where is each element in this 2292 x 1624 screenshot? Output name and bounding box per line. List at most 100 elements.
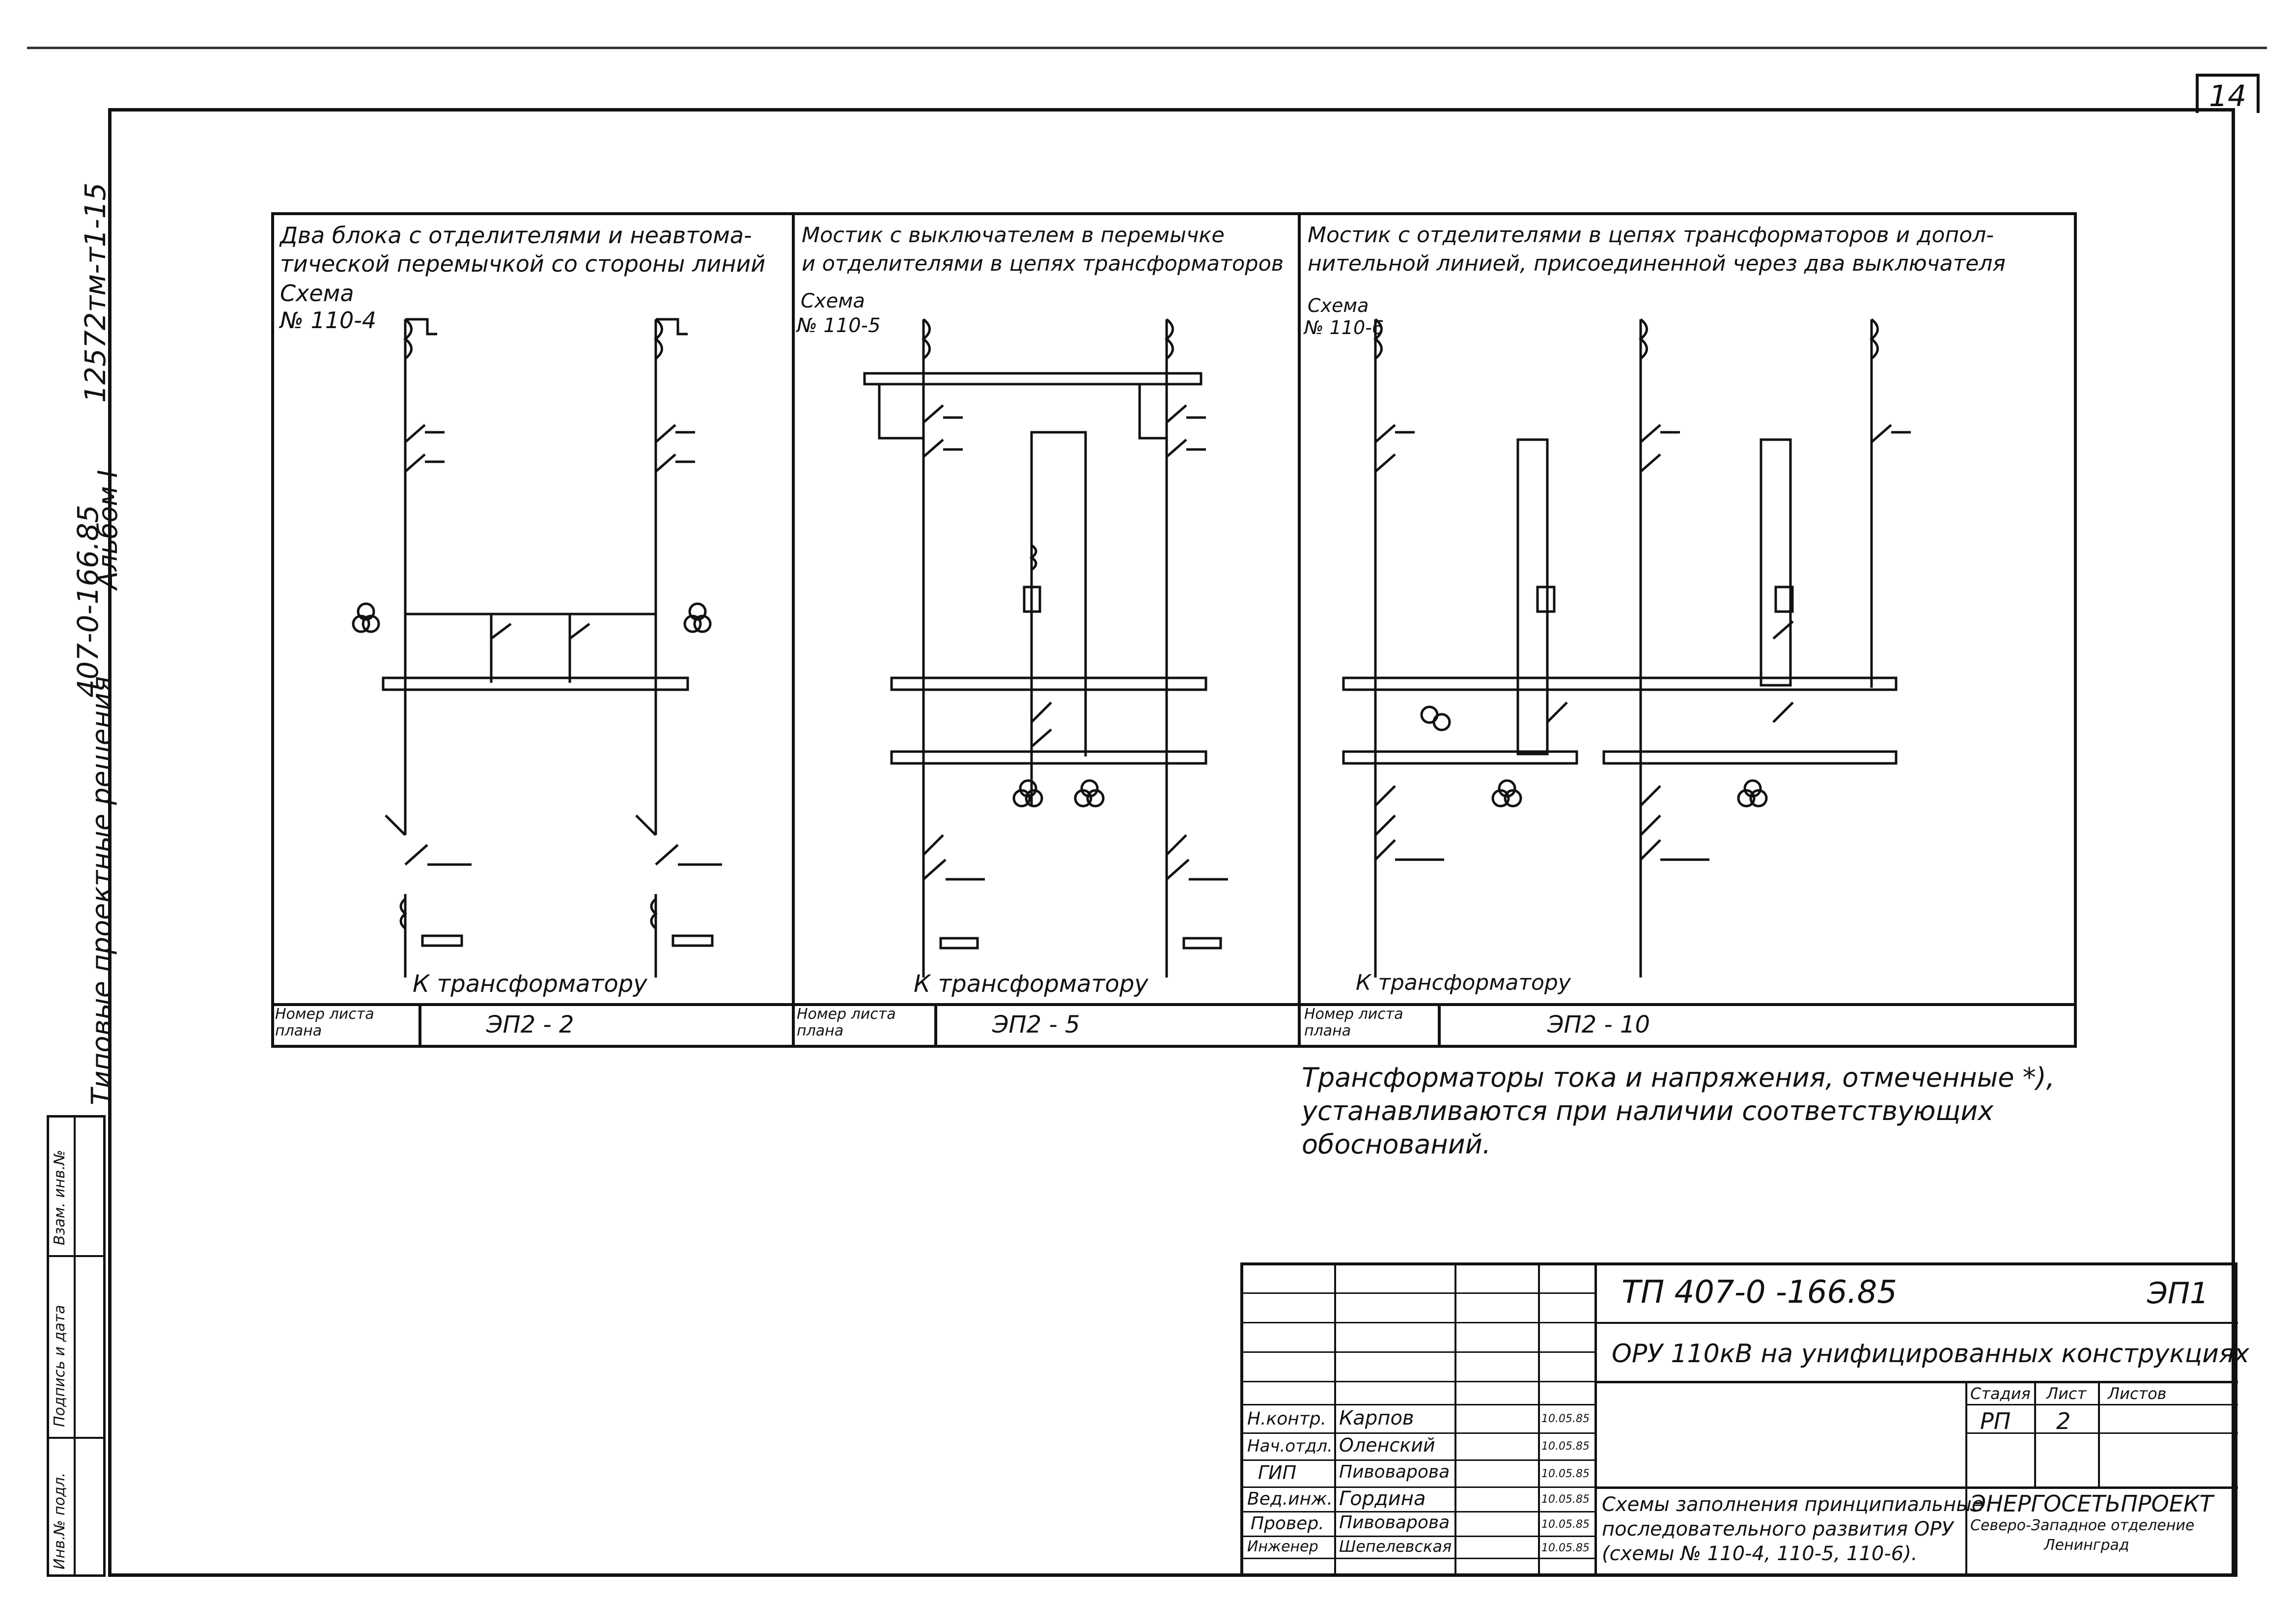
panel-1-plan-label-2: плана <box>275 1022 322 1039</box>
title-block: Н.контр. Карпов 10.05.85 Нач.отдл. Оленс… <box>1240 1262 2249 1577</box>
panels-outer-box <box>271 212 2077 1048</box>
tb-stage-row <box>1965 1432 2238 1434</box>
panel-1-scheme-label: Схема <box>280 280 354 307</box>
tb-col-line <box>1538 1265 1540 1577</box>
sheet-header: Лист <box>2046 1384 2087 1403</box>
panel-3-scheme <box>1342 318 1911 978</box>
stage-header: Стадия <box>1970 1384 2031 1403</box>
panel-3-plan-label: Номер листа плана <box>1304 1006 1403 1039</box>
panel-1-plan-label: Номер листа плана <box>275 1006 374 1039</box>
org-line2: Северо-Западное отделение <box>1970 1517 2195 1534</box>
staff-date-0: 10.05.85 <box>1541 1413 1590 1425</box>
tb-right-row-2 <box>1597 1381 2238 1383</box>
staff-role-5: Инженер <box>1247 1538 1318 1555</box>
sheet-mark: ЭП1 <box>2147 1276 2209 1311</box>
staff-name-5: Шепелевская <box>1339 1537 1452 1556</box>
panel-3-plan-label-2: плана <box>1304 1022 1351 1039</box>
org-line1: ЭНЕРГОСЕТЬПРОЕКТ <box>1970 1490 2213 1517</box>
project-title: ОРУ 110кВ на унифицированных конструкция… <box>1612 1339 2249 1369</box>
panel-3-title-line2: нительной линией, присоединенной через д… <box>1308 251 2006 276</box>
tb-row-line <box>1243 1486 1597 1488</box>
staff-name-0: Карпов <box>1339 1407 1414 1429</box>
panel-2-plan-label-1: Номер листа <box>797 1006 896 1023</box>
description: Схемы заполнения принципиальные последов… <box>1602 1492 1984 1566</box>
tb-row-line <box>1243 1558 1597 1559</box>
panel-1-plan-value: ЭП2 - 2 <box>486 1011 574 1038</box>
staff-date-5: 10.05.85 <box>1541 1542 1590 1554</box>
tb-col-line <box>1594 1265 1597 1577</box>
note-line3: обоснований. <box>1302 1129 1491 1160</box>
panel-1-plan-label-1: Номер листа <box>275 1006 374 1023</box>
panel-2-title-line1: Мостик с выключателем в перемычке <box>802 223 1225 248</box>
panel-2-plan-value: ЭП2 - 5 <box>992 1011 1080 1038</box>
panel-2-scheme-label: Схема <box>801 290 865 312</box>
panel-3-scheme-label: Схема <box>1308 295 1369 316</box>
tb-row-line <box>1243 1511 1597 1512</box>
panel-2-scheme <box>863 318 1228 978</box>
tb-row-line <box>1243 1292 1597 1294</box>
staff-name-1: Оленский <box>1339 1434 1435 1456</box>
staff-name-2: Пивоварова <box>1339 1462 1450 1482</box>
tb-col-line <box>1454 1265 1456 1577</box>
side-stamp: Инв.№ подл. Подпись и дата Взам. инв.№ <box>47 1115 106 1577</box>
sheets-header: Листов <box>2108 1384 2167 1403</box>
note-line2: устанавливаются при наличии соответствую… <box>1302 1095 1994 1126</box>
sheet-number-box: 14 <box>2196 74 2260 113</box>
panel-2-scheme-no: № 110-5 <box>797 314 881 337</box>
panel-3-plan-value: ЭП2 - 10 <box>1547 1011 1650 1038</box>
tb-col-line <box>1334 1265 1336 1577</box>
staff-date-3: 10.05.85 <box>1541 1493 1590 1506</box>
staff-name-3: Гордина <box>1339 1487 1426 1510</box>
description-line1: Схемы заполнения принципиальные <box>1602 1493 1984 1516</box>
panel-3-bottom-label: К трансформатору <box>1356 970 1571 995</box>
tb-row-line <box>1243 1351 1597 1353</box>
panel-1-title-line1: Два блока с отделителями и неавтома- <box>280 222 752 249</box>
panel-1-scheme-no: № 110-4 <box>280 307 377 334</box>
staff-role-3: Вед.инж. <box>1247 1489 1333 1509</box>
staff-role-4: Провер. <box>1251 1513 1324 1534</box>
tb-org-col <box>1965 1486 1967 1577</box>
tb-right-row-3 <box>1597 1486 2238 1489</box>
staff-role-0: Н.контр. <box>1247 1409 1327 1429</box>
staff-name-4: Пивоварова <box>1339 1512 1450 1533</box>
panel-3-plan-label-1: Номер листа <box>1304 1006 1403 1023</box>
panel-1-scheme <box>352 318 722 978</box>
panel-3-title-line1: Мостик с отделителями в цепях трансформа… <box>1308 223 1994 248</box>
panel-2-title: Мостик с выключателем в перемычке и отде… <box>802 221 1284 278</box>
tb-row-line <box>1243 1322 1597 1323</box>
panel-1-title: Два блока с отделителями и неавтома- тич… <box>280 221 765 278</box>
sheet-number: 14 <box>2208 79 2247 113</box>
org-line3: Ленинград <box>2044 1537 2129 1554</box>
panel-1-title-line2: тической перемычкой со стороны линий <box>280 251 766 277</box>
panel-1-bottom-label: К трансформатору <box>413 970 647 998</box>
tb-row-line <box>1243 1381 1597 1382</box>
panel-2-title-line2: и отделителями в цепях трансформаторов <box>802 252 1284 276</box>
description-line3: (схемы № 110-4, 110-5, 110-6). <box>1602 1542 1918 1565</box>
top-border-line <box>27 47 2267 49</box>
panel-2-bottom-label: К трансформатору <box>914 970 1148 998</box>
panel-3-title: Мостик с отделителями в цепях трансформа… <box>1308 221 2006 278</box>
tb-row-line <box>1243 1404 1597 1405</box>
stage-value: РП <box>1980 1408 2011 1434</box>
tb-row-line <box>1243 1432 1597 1434</box>
sheet-value: 2 <box>2056 1408 2071 1434</box>
side-stamp-row <box>49 1255 103 1257</box>
doc-code: ТП 407-0 -166.85 <box>1621 1274 1897 1311</box>
note-line1: Трансформаторы тока и напряжения, отмече… <box>1302 1062 2055 1093</box>
panel-3-scheme-no: № 110-6 <box>1304 317 1384 338</box>
tb-right-row-1 <box>1597 1322 2238 1324</box>
tb-left-grid <box>1243 1265 1597 1577</box>
note-block: Трансформаторы тока и напряжения, отмече… <box>1302 1061 2055 1161</box>
drawing-frame <box>108 108 2235 1577</box>
side-stamp-divider <box>74 1118 76 1574</box>
panel-2-plan-label: Номер листа плана <box>797 1006 896 1039</box>
staff-date-1: 10.05.85 <box>1541 1440 1590 1453</box>
organization: ЭНЕРГОСЕТЬПРОЕКТ Северо-Западное отделен… <box>1970 1491 2213 1555</box>
staff-date-2: 10.05.85 <box>1541 1468 1590 1480</box>
tb-row-line <box>1243 1459 1597 1461</box>
tb-row-line <box>1243 1536 1597 1537</box>
staff-date-4: 10.05.85 <box>1541 1518 1590 1531</box>
staff-role-1: Нач.отдл. <box>1247 1436 1333 1456</box>
description-line2: последовательного развития ОРУ <box>1602 1518 1954 1540</box>
